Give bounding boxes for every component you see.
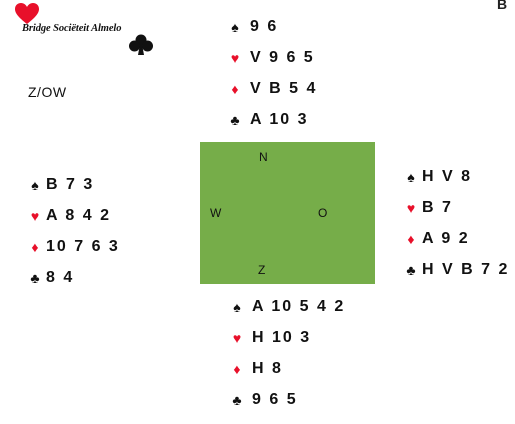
compass-west: W [210,206,222,220]
club-icon: ♣ [232,392,242,408]
east-diamonds-row: ♦ A 9 2 [404,230,470,248]
east-diamonds: A 9 2 [422,230,470,247]
west-spades-row: ♠ B 7 3 [28,176,94,194]
diamond-icon: ♦ [233,361,241,377]
heart-icon: ♥ [230,50,240,66]
north-hearts: V 9 6 5 [250,49,315,66]
east-hearts-row: ♥ B 7 [404,199,453,217]
bridge-table: N W O Z [200,142,375,284]
south-hearts: H 10 3 [252,329,312,346]
west-clubs: 8 4 [46,269,75,286]
north-spades: 9 6 [250,18,279,35]
compass-north: N [259,150,268,164]
north-diamonds: V B 5 4 [250,80,318,97]
south-spades-row: ♠ A 10 5 4 2 [230,298,345,316]
logo-club-icon [129,34,153,55]
south-spades: A 10 5 4 2 [252,298,346,315]
heart-icon: ♥ [406,200,416,216]
north-clubs-row: ♣ A 10 3 [228,111,309,129]
diamond-icon: ♦ [407,231,415,247]
club-icon: ♣ [30,270,40,286]
north-clubs: A 10 3 [250,111,309,128]
logo-heart-icon [15,3,39,24]
west-spades: B 7 3 [46,176,95,193]
west-diamonds: 10 7 6 3 [46,238,120,255]
west-hearts-row: ♥ A 8 4 2 [28,207,111,225]
diamond-icon: ♦ [31,239,39,255]
spade-icon: ♠ [407,169,415,185]
east-hearts: B 7 [422,199,453,216]
south-diamonds: H 8 [252,360,283,377]
corner-mark: B [497,0,508,12]
diamond-icon: ♦ [231,81,239,97]
south-clubs-row: ♣ 9 6 5 [230,391,298,409]
north-hearts-row: ♥ V 9 6 5 [228,49,315,67]
east-spades: H V 8 [422,168,473,185]
east-spades-row: ♠ H V 8 [404,168,472,186]
club-icon: ♣ [230,112,240,128]
north-diamonds-row: ♦ V B 5 4 [228,80,317,98]
heart-icon: ♥ [232,330,242,346]
south-diamonds-row: ♦ H 8 [230,360,283,378]
heart-icon: ♥ [30,208,40,224]
spade-icon: ♠ [233,299,241,315]
compass-east: O [318,206,328,220]
compass-south: Z [258,263,266,277]
west-clubs-row: ♣ 8 4 [28,269,74,287]
east-clubs: H V B 7 2 [422,261,510,278]
logo-text: Bridge Sociëteit Almelo [22,23,122,34]
north-spades-row: ♠ 9 6 [228,18,278,36]
spade-icon: ♠ [231,19,239,35]
club-icon: ♣ [406,262,416,278]
east-clubs-row: ♣ H V B 7 2 [404,261,509,279]
west-hearts: A 8 4 2 [46,207,111,224]
west-diamonds-row: ♦ 10 7 6 3 [28,238,120,256]
spade-icon: ♠ [31,177,39,193]
south-clubs: 9 6 5 [252,391,298,408]
south-hearts-row: ♥ H 10 3 [230,329,311,347]
dealer-vulnerability: Z/OW [28,84,67,100]
